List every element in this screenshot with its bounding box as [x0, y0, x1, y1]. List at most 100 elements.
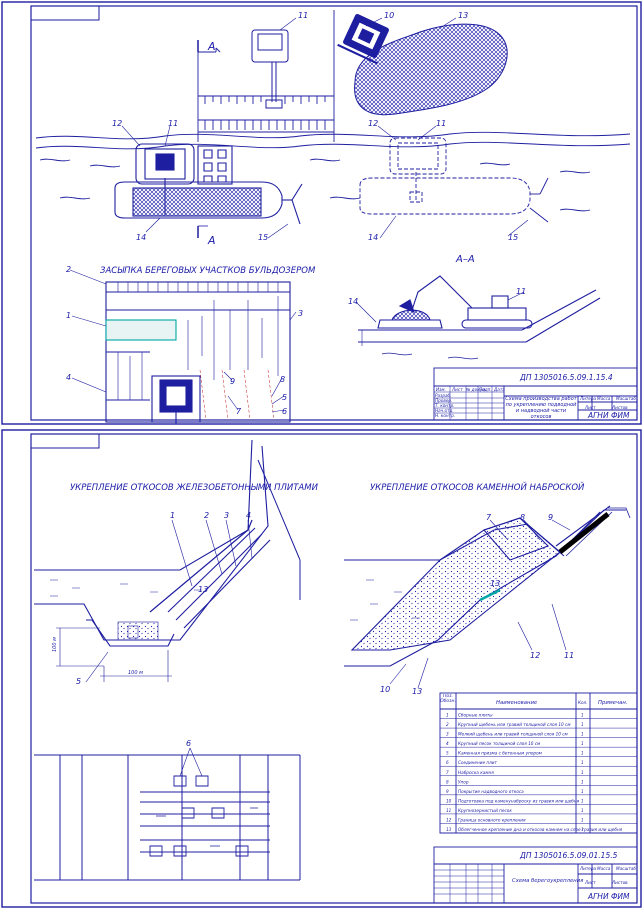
spec-cell-name: Соединение плит: [458, 760, 497, 765]
spec-cell-pos: 1: [446, 713, 449, 718]
callout-r-13-lower: 13: [412, 687, 422, 696]
tb1-row-doc: № докум.: [465, 387, 487, 392]
dimension-horizontal: 100 м: [128, 670, 143, 676]
spec-cell-pos: 5: [446, 751, 449, 756]
section-mark-a: [197, 40, 208, 238]
tb1-role-dev: Разраб.: [435, 393, 451, 398]
dimension-lines: [56, 627, 172, 682]
spec-cell-pos: 10: [446, 798, 452, 803]
callout-12-right: 12: [368, 119, 378, 128]
spec-cell-name: Упор: [458, 779, 469, 784]
callout-l-2: 2: [204, 511, 209, 520]
spec-cell-name: Сборные плиты: [458, 713, 493, 718]
section-a-a: [358, 275, 601, 360]
spec-cell-qty: 1: [581, 722, 584, 727]
callout-r-12: 12: [530, 651, 540, 660]
callout-15-right: 15: [508, 233, 518, 242]
title-block-2-org: АГНИ ФИМ: [587, 892, 630, 901]
tb1-row-list: Лист: [451, 387, 463, 392]
spec-cell-qty: 1: [581, 751, 584, 756]
tb1-col-scale: Масштаб: [616, 396, 636, 401]
barge-with-crane-left: [114, 143, 303, 225]
sheet-1-texts: А А А–А ЗАСЫПКА БЕРЕГОВЫХ УЧАСТКОВ БУЛЬД…: [66, 11, 636, 420]
callout-l-3: 3: [224, 511, 229, 520]
tb1-role-ncontr: Н. контр.: [435, 413, 455, 418]
soil-stockpile: [354, 23, 508, 116]
tb1-role-head: Нач.отд.: [435, 408, 454, 413]
callout-r-10: 10: [380, 685, 390, 694]
callout-2: 2: [66, 265, 71, 274]
bulldozer-fill-plan: [105, 281, 291, 424]
spec-cell-name: Граница основного крепления: [458, 817, 526, 822]
callout-r-8: 8: [520, 513, 525, 522]
callout-11-aa: 11: [516, 287, 526, 296]
spec-cell-qty: 1: [581, 779, 584, 784]
sheet-1: [1, 1, 642, 425]
title-stone-riprap: УКРЕПЛЕНИЕ ОТКОСОВ КАМЕННОЙ НАБРОСКОЙ: [370, 481, 585, 493]
callout-8: 8: [280, 375, 285, 384]
callout-r-13-upper: 13: [490, 579, 500, 588]
callout-6: 6: [282, 407, 287, 416]
title-block-1-name-box: Схема производства работ по укреплению п…: [505, 396, 576, 420]
tb2-col-mass: Масса: [597, 866, 611, 871]
water-surface: [35, 131, 631, 212]
spec-cell-qty: 1: [581, 741, 584, 746]
spec-cell-name: Крупный песок толщиной слоя 10 см: [458, 741, 540, 746]
callout-10: 10: [384, 11, 394, 20]
tb2-col-sheet: Лист: [584, 880, 596, 885]
sheet-2: [1, 429, 642, 908]
callout-r-7: 7: [486, 513, 492, 522]
tb1-row-sign: Подп.: [479, 387, 492, 392]
callout-7: 7: [236, 407, 242, 416]
spec-cell-pos: 8: [446, 779, 449, 784]
spec-cell-pos: 9: [446, 789, 449, 794]
slope-concrete-plates: [34, 439, 301, 647]
section-mark-a-bottom: А: [207, 234, 216, 247]
tb1-col-sheet: Лист: [584, 405, 596, 410]
callout-l-13: 13: [198, 585, 208, 594]
spec-cell-name: Крупнозернистый песок: [458, 808, 512, 813]
excavator-top-view: [251, 29, 289, 109]
spec-cell-name: Каменная призма с бетонным упором: [458, 751, 542, 756]
spec-header-pos: Поз. Обозн.: [440, 694, 456, 704]
spec-cell-qty: 1: [581, 808, 584, 813]
callout-11-left: 11: [168, 119, 178, 128]
spec-cell-qty: 1: [581, 817, 584, 822]
spec-cell-pos: 13: [446, 827, 452, 832]
spec-cell-qty: 1: [581, 827, 584, 832]
leaders-plan-6: [179, 747, 203, 777]
mooring-lines-right: [529, 177, 549, 223]
tb1-row-date: Дата: [493, 387, 505, 392]
callout-5: 5: [282, 393, 287, 402]
spec-header-name: Наименование: [496, 700, 538, 706]
tb1-role-tcontr: Т. контр.: [435, 403, 454, 408]
tb2-col-scale: Масштаб: [616, 866, 636, 871]
tb2-col-lit: Литера: [579, 866, 597, 871]
title-block-2-name: Схема берегоукрепления: [512, 878, 584, 884]
spec-cell-pos: 11: [446, 808, 452, 813]
spec-cell-pos: 6: [446, 760, 449, 765]
title-block-1-code: ДП 1305016.5.09.1.15.4: [519, 373, 613, 382]
spec-header-pos-box: Поз. Обозн.: [440, 694, 456, 704]
callout-15-left: 15: [258, 233, 268, 242]
callout-l-5: 5: [76, 677, 81, 686]
callout-l-1: 1: [170, 511, 175, 520]
leaders-aa: [355, 291, 525, 323]
callout-12-left: 12: [112, 119, 122, 128]
tb2-col-sheets: Листов: [611, 880, 628, 885]
spec-cell-pos: 12: [446, 817, 452, 822]
spec-header-qty: Кол.: [578, 700, 588, 705]
tb1-col-mass: Масса: [597, 396, 611, 401]
spec-cell-qty: 1: [581, 760, 584, 765]
section-mark-a-top: А: [207, 40, 216, 53]
tb1-row-izm: Изм.: [436, 387, 446, 392]
leaders-right-slope: [389, 519, 571, 689]
callout-11-right: 11: [436, 119, 446, 128]
spec-cell-name: Наброска камня: [458, 770, 494, 775]
spec-cell-name: Крупный щебень или гравий толщиной слоя …: [458, 722, 570, 727]
bulldozer-rotated: [337, 13, 389, 65]
spec-cell-pos: 2: [446, 722, 449, 727]
spec-cell-name: Покрытие надводного откоса: [458, 789, 524, 794]
spec-cell-pos: 7: [446, 770, 449, 775]
